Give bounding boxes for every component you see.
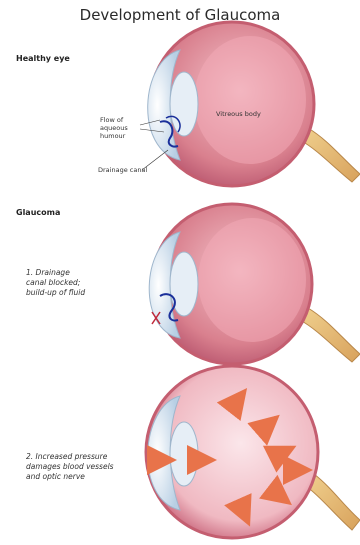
lens <box>170 72 198 136</box>
lens <box>170 422 198 486</box>
caption-line: 1. Drainage <box>26 268 136 278</box>
glaucoma-eye-step1-illustration <box>149 204 360 364</box>
label-aqueous-line: aqueous <box>100 124 128 132</box>
caption-line: 2. Increased pressure <box>26 452 136 462</box>
caption-line: build-up of fluid <box>26 288 136 298</box>
label-aqueous-line: Flow of <box>100 116 128 124</box>
caption-line: and optic nerve <box>26 472 136 482</box>
caption-line: canal blocked; <box>26 278 136 288</box>
glaucoma-eye-step2-illustration <box>146 366 360 538</box>
optic-nerve <box>300 308 360 362</box>
vitreous-highlight <box>198 218 306 342</box>
label-aqueous-flow: Flow of aqueous humour <box>100 116 128 140</box>
vitreous-highlight <box>194 36 306 164</box>
label-drainage-canal: Drainage canal <box>98 166 147 174</box>
caption-step2: 2. Increased pressure damages blood vess… <box>26 452 136 482</box>
optic-nerve <box>306 474 360 530</box>
label-aqueous-line: humour <box>100 132 128 140</box>
caption-line: damages blood vessels <box>26 462 136 472</box>
healthy-eye-illustration <box>140 22 360 186</box>
label-vitreous-body: Vitreous body <box>216 110 261 118</box>
caption-step1: 1. Drainage canal blocked; build-up of f… <box>26 268 136 298</box>
